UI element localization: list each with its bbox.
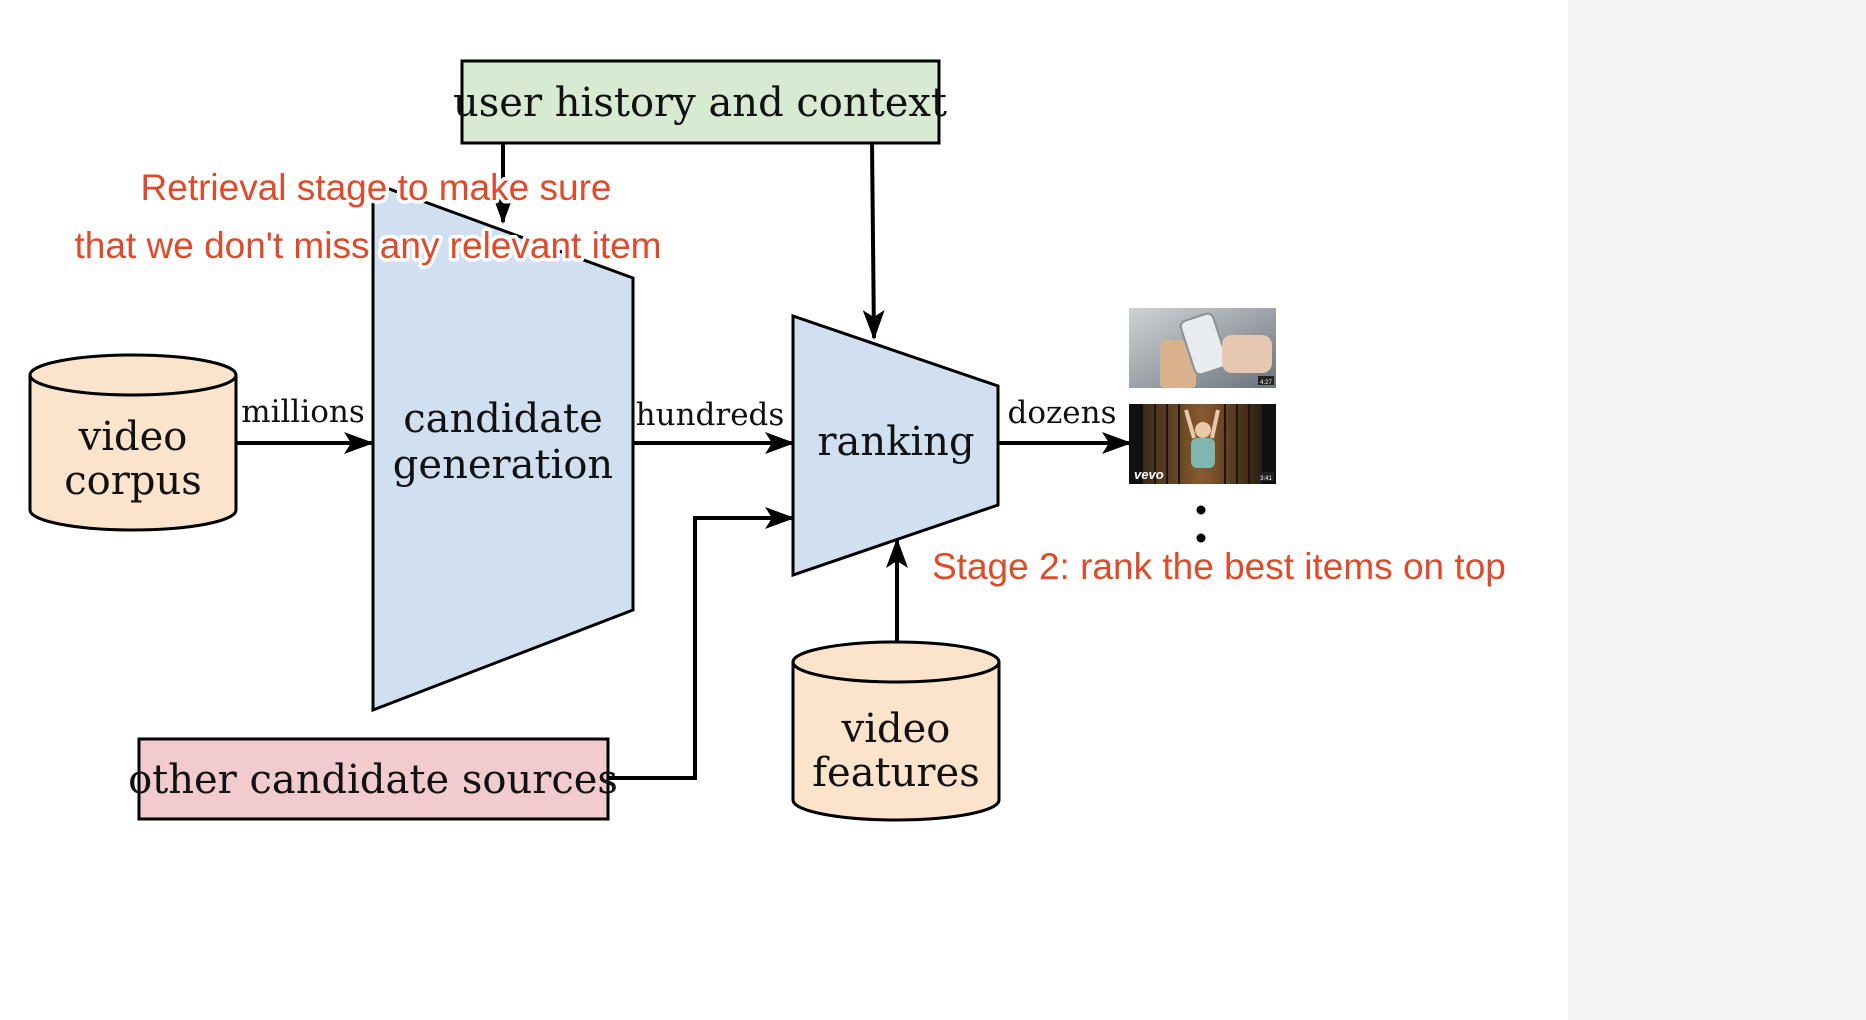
result-thumbnail-1: 4:27 (1129, 308, 1276, 388)
annotation-stage2: Stage 2: rank the best items on top (932, 546, 1506, 587)
annotation-retrieval-line2: that we don't miss any relevant item (75, 225, 662, 266)
annotation-retrieval-line1: Retrieval stage to make sure (141, 167, 612, 208)
ranking-node: ranking (791, 313, 1000, 578)
video-features-node: video features (791, 640, 1001, 822)
result-thumbnail-2: vevo 3:41 (1129, 404, 1276, 484)
candidate-generation-node: candidate generation (371, 180, 635, 713)
side-panel (1568, 0, 1866, 1020)
recommendation-pipeline-diagram: user history and context candidate gener… (28, 59, 1506, 822)
video-corpus-label-line1: video (78, 414, 188, 460)
edge-label-dozens: dozens (1007, 395, 1116, 431)
video-corpus-label-line2: corpus (64, 458, 202, 504)
edge-label-millions: millions (241, 394, 365, 430)
thumb2-duration: 3:41 (1260, 476, 1272, 482)
other-sources-node: other candidate sources (128, 737, 618, 821)
more-results-ellipsis (1196, 505, 1206, 571)
thumb2-vevo-logo: vevo (1134, 467, 1164, 482)
arrow-other-sources-to-ranking (608, 507, 795, 780)
user-history-node: user history and context (453, 59, 947, 145)
video-corpus-node: video corpus (28, 353, 238, 532)
ranking-label: ranking (817, 419, 974, 465)
video-features-label-line2: features (812, 750, 979, 796)
edge-label-hundreds: hundreds (636, 397, 785, 433)
candidate-generation-label-line1: candidate (403, 396, 603, 442)
other-sources-label: other candidate sources (128, 757, 618, 803)
arrow-context-to-ranking (862, 142, 885, 340)
video-features-label-line1: video (841, 706, 951, 752)
user-history-label: user history and context (453, 80, 947, 126)
candidate-generation-label-line2: generation (393, 442, 613, 488)
thumb1-duration: 4:27 (1260, 380, 1272, 386)
connectors (237, 142, 1132, 780)
